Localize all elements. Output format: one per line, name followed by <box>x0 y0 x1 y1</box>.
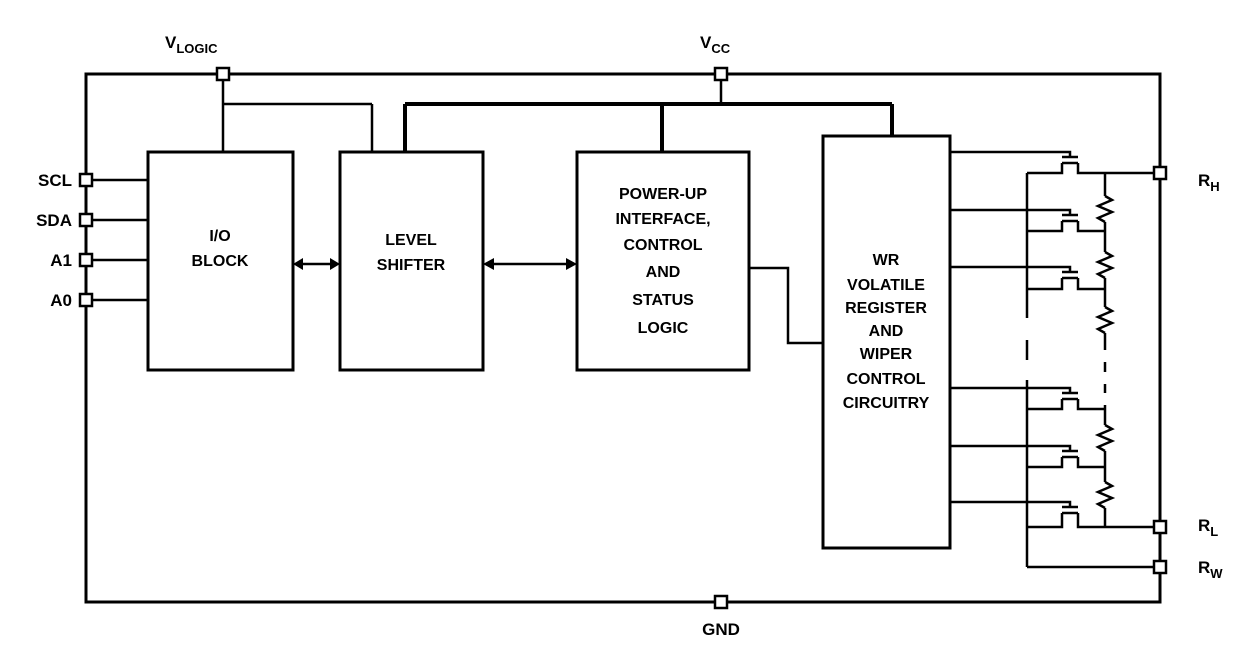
rl-label: RL <box>1198 516 1218 539</box>
rh-label: RH <box>1198 171 1220 194</box>
scl-pin <box>78 172 94 188</box>
switch-transistors <box>1027 150 1105 529</box>
sda-pin <box>78 212 94 228</box>
resistor-string <box>1094 171 1155 529</box>
svg-text:CIRCUITRY: CIRCUITRY <box>843 395 930 412</box>
scl-label: SCL <box>38 171 72 190</box>
register-outputs <box>950 150 1050 504</box>
wr-register-block <box>821 134 952 550</box>
control-logic-label: POWER-UP INTERFACE, CONTROL AND STATUS L… <box>615 186 710 337</box>
svg-text:SHIFTER: SHIFTER <box>377 257 446 274</box>
svg-text:STATUS: STATUS <box>632 292 694 309</box>
a0-label: A0 <box>50 291 72 310</box>
gnd-pin <box>713 594 729 610</box>
svg-text:LOGIC: LOGIC <box>638 320 689 337</box>
left-pin-wires <box>92 178 148 302</box>
io-level-arrow <box>293 258 340 270</box>
rw-pin <box>1152 559 1168 575</box>
io-block <box>146 150 295 372</box>
svg-text:AND: AND <box>646 264 681 281</box>
a1-pin <box>78 252 94 268</box>
svg-text:POWER-UP: POWER-UP <box>619 186 707 203</box>
level-control-arrow <box>483 258 577 270</box>
wiper-bus <box>1025 173 1155 569</box>
gnd-label: GND <box>702 620 740 639</box>
a1-label: A1 <box>50 251 72 270</box>
svg-text:REGISTER: REGISTER <box>845 300 927 317</box>
rl-pin <box>1152 519 1168 535</box>
svg-text:AND: AND <box>869 323 904 340</box>
vlogic-pin <box>215 66 231 82</box>
vcc-label: VCC <box>700 33 731 56</box>
control-logic-block <box>575 150 751 372</box>
svg-text:WIPER: WIPER <box>860 346 913 363</box>
svg-text:CONTROL: CONTROL <box>623 237 702 254</box>
svg-text:BLOCK: BLOCK <box>192 253 249 270</box>
svg-text:I/O: I/O <box>209 228 230 245</box>
svg-text:WR: WR <box>873 252 900 269</box>
vcc-pin <box>713 66 729 82</box>
level-shifter-block <box>338 150 485 372</box>
vlogic-label: VLOGIC <box>165 33 218 56</box>
rw-label: RW <box>1198 558 1223 581</box>
svg-text:INTERFACE,: INTERFACE, <box>615 211 710 228</box>
svg-text:LEVEL: LEVEL <box>385 232 437 249</box>
level-shifter-label: LEVEL SHIFTER <box>377 232 446 274</box>
a0-pin <box>78 292 94 308</box>
svg-text:CONTROL: CONTROL <box>846 371 925 388</box>
wr-register-label: WR VOLATILE REGISTER AND WIPER CONTROL C… <box>843 252 930 412</box>
sda-label: SDA <box>36 211 72 230</box>
io-block-label: I/O BLOCK <box>192 228 249 270</box>
control-register-wire <box>749 266 823 345</box>
vcc-rail <box>403 80 894 152</box>
svg-text:VOLATILE: VOLATILE <box>847 277 925 294</box>
rh-pin <box>1152 165 1168 181</box>
vlogic-rail <box>221 80 374 152</box>
chip-outline <box>84 72 1162 604</box>
